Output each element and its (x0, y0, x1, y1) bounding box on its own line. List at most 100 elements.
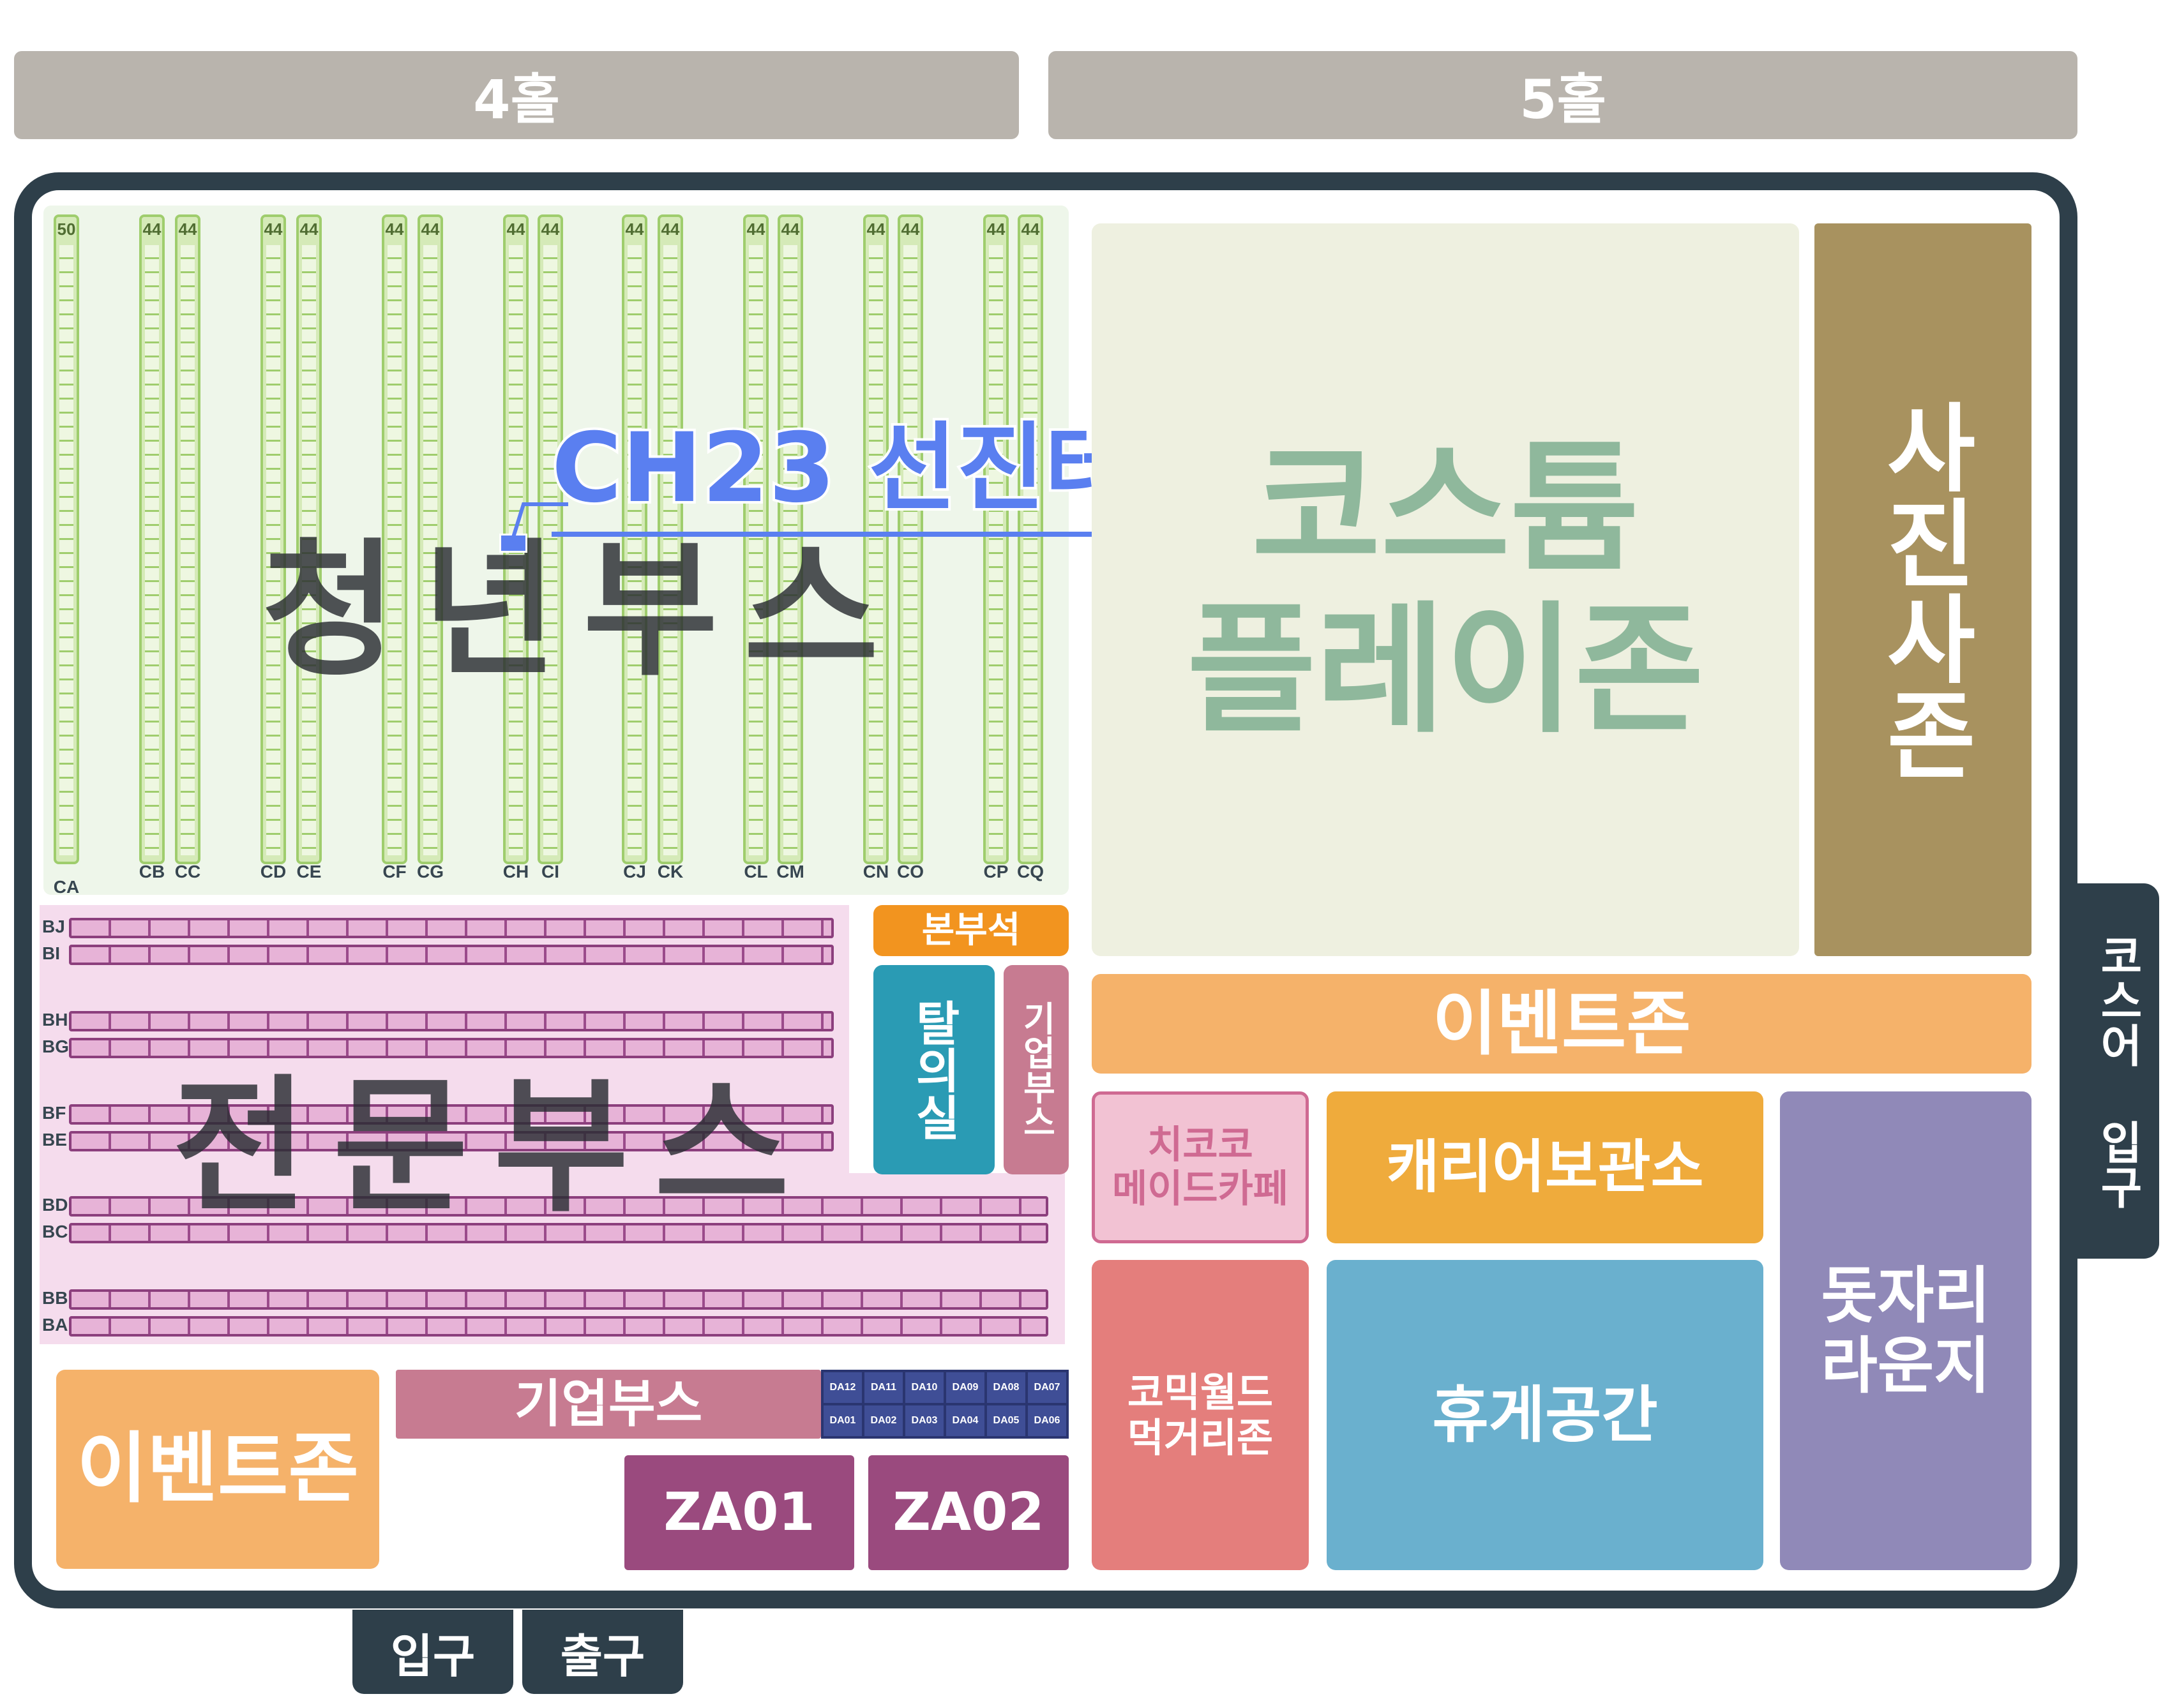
booth-column-cm[interactable]: 44 (778, 214, 803, 864)
booth-column-count: 44 (661, 220, 680, 239)
booth-row-label: BC (42, 1222, 68, 1241)
booth-column-label: CG (417, 862, 444, 881)
booth-za01[interactable]: ZA01 (624, 1455, 854, 1570)
booth-column-label: CH (502, 862, 529, 881)
booth-column-cells (663, 245, 677, 855)
booth-column-count: 44 (746, 220, 765, 239)
da-booth[interactable]: DA01 (824, 1405, 862, 1436)
booth-column-label: CK (657, 862, 684, 881)
da-booth[interactable]: DA09 (946, 1372, 984, 1403)
hall-4-header: 4홀 (14, 51, 1019, 139)
booth-column-cl[interactable]: 44 (743, 214, 769, 864)
booth-column-label: CB (139, 862, 165, 881)
booth-row-be[interactable] (69, 1131, 834, 1151)
booth-row-bb[interactable] (69, 1289, 1048, 1310)
da-booth[interactable]: DA08 (987, 1372, 1025, 1403)
booth-column-cells (783, 245, 797, 855)
booth-row-bc[interactable] (69, 1223, 1048, 1243)
booth-column-label: CC (174, 862, 201, 881)
booth-row-bf[interactable] (69, 1104, 834, 1125)
booth-column-count: 44 (506, 220, 525, 239)
booth-column-count: 44 (1021, 220, 1040, 239)
booth-row-label: BE (42, 1130, 67, 1150)
booth-column-count: 44 (264, 220, 283, 239)
highlight-pointer (510, 502, 568, 542)
booth-column-cells (749, 245, 763, 855)
booth-column-label: CE (296, 862, 322, 881)
booth-column-co[interactable]: 44 (898, 214, 923, 864)
da-booth[interactable]: DA10 (905, 1372, 944, 1403)
booth-column-cj[interactable]: 44 (622, 214, 647, 864)
booth-row-bj[interactable] (69, 918, 834, 938)
da-booth[interactable]: DA05 (987, 1405, 1025, 1436)
youth-booth-big-label: 청년부스 (262, 526, 905, 696)
booth-column-cn[interactable]: 44 (863, 214, 889, 864)
booth-row-ba[interactable] (69, 1316, 1048, 1337)
da-booth[interactable]: DA07 (1028, 1372, 1066, 1403)
booth-column-cells (302, 245, 316, 855)
booth-row-label: BJ (42, 917, 65, 936)
booth-column-cells (543, 245, 557, 855)
booth-column-count: 44 (986, 220, 1006, 239)
booth-column-label: CL (744, 862, 768, 881)
booth-column-cells (989, 245, 1003, 855)
costume-play-zone: 코스튬 플레이존 (1092, 223, 1799, 956)
exit-door[interactable]: 출구 (522, 1610, 683, 1694)
booth-column-cells (903, 245, 917, 855)
booth-row-label: BB (42, 1288, 68, 1308)
hq-desk: 본부석 (873, 905, 1069, 956)
booth-column-cells (1023, 245, 1037, 855)
booth-column-cp[interactable]: 44 (983, 214, 1009, 864)
da-booth[interactable]: DA02 (864, 1405, 903, 1436)
corporate-booth: 기업부스 (396, 1370, 821, 1439)
cosplayer-entrance-label: 코스어 입구 (2091, 933, 2144, 1209)
hall-5-header: 5홀 (1048, 51, 2077, 139)
booth-row-bh[interactable] (69, 1011, 834, 1031)
da-booth[interactable]: DA06 (1028, 1405, 1066, 1436)
booth-column-cells (869, 245, 883, 855)
booth-column-cf[interactable]: 44 (382, 214, 407, 864)
booth-column-count: 44 (178, 220, 197, 239)
booth-column-cells (423, 245, 437, 855)
da-booth[interactable]: DA11 (864, 1372, 903, 1403)
entrance-door[interactable]: 입구 (352, 1610, 513, 1694)
booth-column-cc[interactable]: 44 (175, 214, 200, 864)
booth-column-cb[interactable]: 44 (139, 214, 165, 864)
cosplayer-entrance[interactable]: 코스어 입구 (2077, 883, 2159, 1259)
booth-column-count: 44 (421, 220, 440, 239)
booth-column-label: CA (53, 877, 80, 897)
event-zone-right: 이벤트존 (1092, 974, 2031, 1074)
da-booth[interactable]: DA12 (824, 1372, 862, 1403)
carrier-storage: 캐리어보관소 (1327, 1091, 1763, 1243)
booth-column-cells (266, 245, 280, 855)
pro-booth-big-label: 전문부스 (172, 1062, 815, 1232)
booth-column-count: 44 (625, 220, 644, 239)
booth-column-ck[interactable]: 44 (658, 214, 683, 864)
booth-column-cells (181, 245, 195, 855)
booth-row-label: BH (42, 1010, 68, 1030)
booth-column-ca[interactable]: 50 (54, 214, 79, 864)
booth-column-ce[interactable]: 44 (296, 214, 322, 864)
booth-column-label: CJ (623, 862, 646, 881)
booth-column-label: CP (983, 862, 1009, 881)
booth-column-label: CO (897, 862, 924, 881)
booth-row-label: BA (42, 1315, 68, 1335)
da-booth[interactable]: DA03 (905, 1405, 944, 1436)
corporate-booth-vertical: 기업부스 (1004, 965, 1069, 1174)
booth-column-label: CD (260, 862, 287, 881)
booth-row-bd[interactable] (69, 1196, 1048, 1217)
booth-column-cq[interactable]: 44 (1018, 214, 1043, 864)
booth-column-cg[interactable]: 44 (418, 214, 443, 864)
booth-column-cd[interactable]: 44 (260, 214, 286, 864)
booth-row-label: BI (42, 943, 60, 963)
booth-column-count: 50 (57, 220, 76, 239)
da-booth[interactable]: DA04 (946, 1405, 984, 1436)
booth-za02[interactable]: ZA02 (868, 1455, 1069, 1570)
booth-column-label: CF (382, 862, 407, 881)
booth-column-label: CQ (1017, 862, 1044, 881)
booth-row-bi[interactable] (69, 945, 834, 965)
booth-column-ci[interactable]: 44 (538, 214, 563, 864)
booth-row-bg[interactable] (69, 1038, 834, 1058)
booth-column-cells (59, 245, 73, 855)
